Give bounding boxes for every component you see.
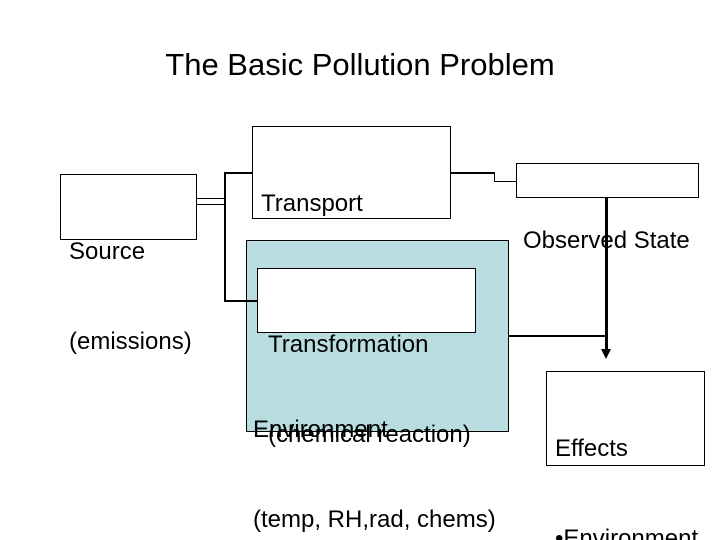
connector-vertical-source-junction — [224, 172, 226, 302]
source-box-line: Source — [69, 238, 146, 265]
down-arrowhead-icon — [601, 349, 611, 359]
source-box-line: (emissions) — [69, 328, 192, 355]
connector-jog-vertical — [493, 172, 495, 182]
connector-transport-right — [451, 172, 495, 174]
connector-to-observed-state — [493, 180, 517, 182]
effects-box: Effects •Environment •Health — [546, 371, 705, 540]
transport-box-line: Transport — [261, 190, 363, 217]
environment-label: Environment (temp, RH,rad, chems) — [253, 355, 496, 540]
effects-box-line: Effects — [555, 435, 628, 462]
connector-source-double-line — [197, 198, 226, 205]
source-box: Source (emissions) — [60, 174, 197, 355]
observed-state-box: Observed State — [516, 163, 699, 254]
environment-label-line: (temp, RH,rad, chems) — [253, 506, 496, 533]
connector-to-transport — [224, 172, 252, 174]
slide-title: The Basic Pollution Problem — [165, 47, 555, 82]
observed-state-label: Observed State — [523, 227, 690, 254]
connector-to-transformation — [224, 300, 258, 302]
environment-label-line: Environment — [253, 416, 388, 443]
connector-environment-to-arrow — [509, 335, 606, 337]
transformation-box-line: Transformation — [268, 331, 429, 358]
transformation-box-line: (chemical reaction) — [268, 421, 471, 448]
transformation-box: Transformation (chemical reaction) — [257, 268, 476, 448]
observed-to-effects-arrow — [605, 198, 609, 350]
transport-box: Transport (wind vector and turbulence) — [252, 126, 451, 397]
effects-box-line: •Environment — [555, 525, 699, 540]
